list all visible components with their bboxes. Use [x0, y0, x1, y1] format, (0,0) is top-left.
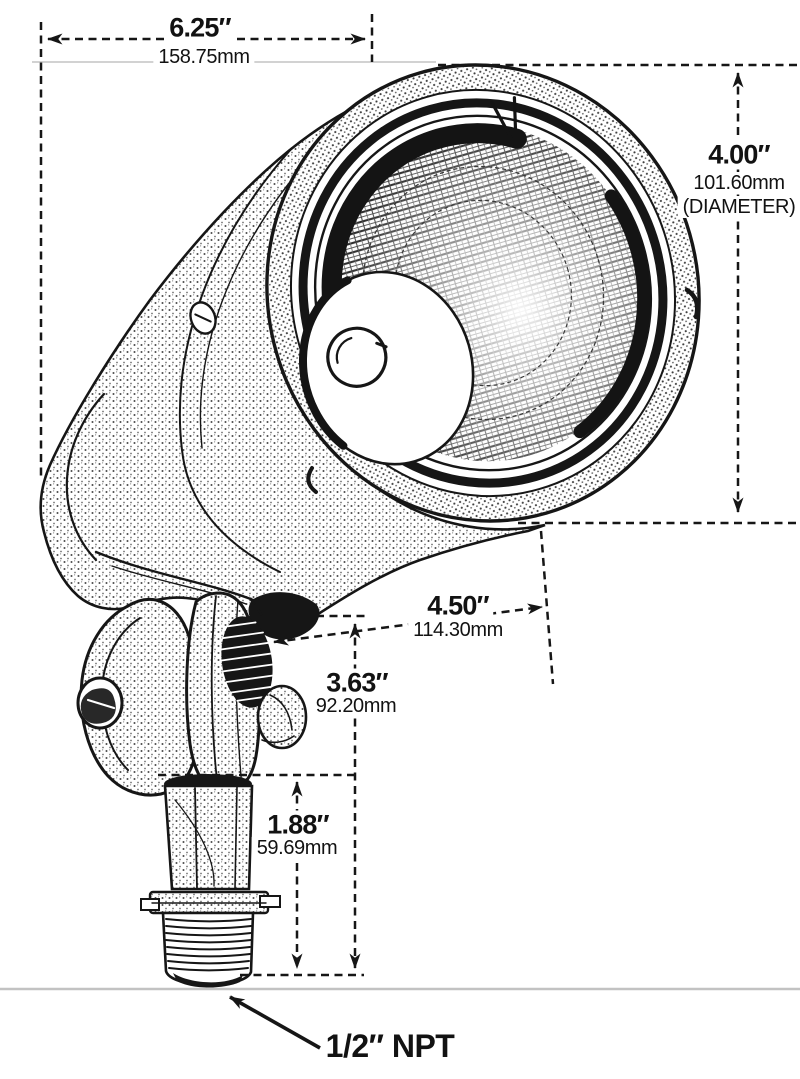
body-seam: [178, 147, 293, 573]
lamp-clip: [490, 96, 518, 148]
reflector-shadow-arc-lower: [573, 189, 651, 439]
body-seam-2: [199, 159, 309, 449]
dim-width-metric-label: 158.75mm: [153, 46, 255, 68]
dim-width-inches-label: 6.25″: [164, 13, 236, 43]
npt-threads: [161, 911, 255, 988]
dim-pivot-height-metric-label: 92.20mm: [310, 695, 402, 717]
dim-face-offset-inches-label: 4.50″: [422, 591, 494, 621]
stem: [163, 784, 254, 891]
fixture-illustration: [39, 63, 701, 988]
npt-thread-label: 1/2″ NPT: [323, 1028, 457, 1064]
pivot-knob: [256, 684, 308, 750]
dim-width: [39, 14, 374, 478]
lamp-face: [265, 63, 701, 523]
rear-cap-seam: [65, 392, 106, 562]
dim-diameter-metric-label: 101.60mm: [688, 172, 790, 194]
body-screw: [189, 301, 217, 335]
dim-face-offset-line: [273, 603, 543, 646]
dim-face-offset: [273, 530, 555, 685]
thread-bottom-shadow: [173, 973, 243, 988]
dim-diameter-note-label: (DIAMETER): [677, 196, 800, 218]
locknut: [140, 890, 281, 915]
dim-stem-height-metric-label: 59.69mm: [251, 837, 343, 859]
dim-pivot-leader: [248, 597, 264, 616]
bezel-clip-right: [684, 287, 700, 320]
dim-pivot-height-inches-label: 3.63″: [321, 668, 393, 698]
dim-face-offset-ext: [539, 530, 555, 685]
serrated-pivot-disc: [220, 616, 274, 708]
threaded-stem: [140, 774, 281, 988]
dim-diameter-inches-label: 4.00″: [703, 140, 775, 170]
dim-stem-height-inches-label: 1.88″: [262, 810, 334, 840]
bezel-clip-lower-left: [306, 466, 318, 494]
mounting-knuckle: [76, 591, 320, 797]
npt-callout-arrow: [229, 995, 321, 1050]
carriage-bolt: [76, 676, 124, 730]
dim-face-offset-metric-label: 114.30mm: [408, 619, 508, 641]
